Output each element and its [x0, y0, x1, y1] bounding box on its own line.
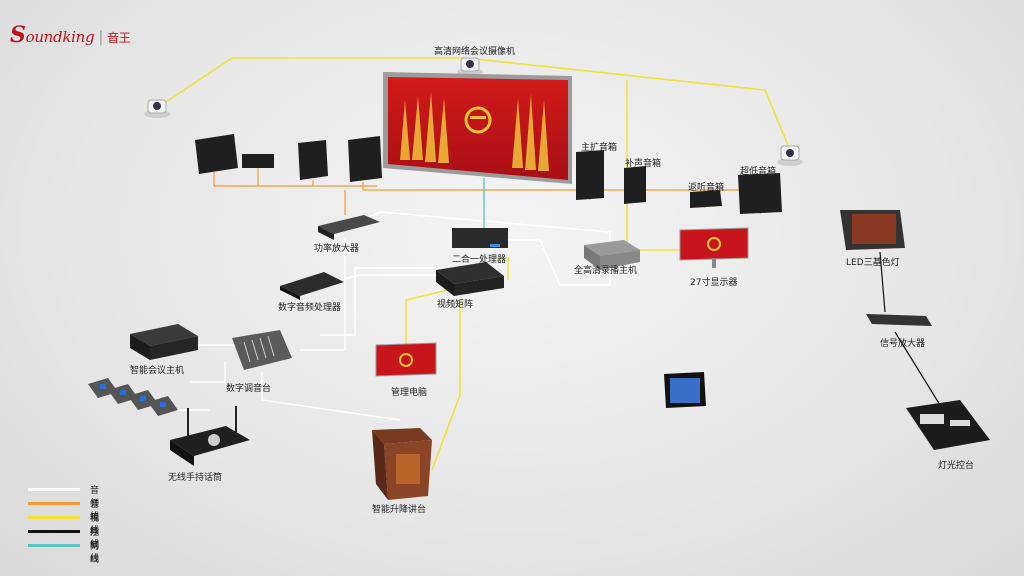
speaker-left-3 [348, 136, 382, 182]
monitor-speaker [690, 190, 722, 208]
ptz-camera-left [144, 99, 170, 118]
main-speaker [576, 150, 604, 200]
label-mixer: 数字调音台 [226, 384, 272, 394]
label-conf-host: 智能会议主机 [130, 366, 185, 376]
label-subwoofer: 超低音箱 [740, 167, 777, 177]
label-monitor-speaker: 返听音箱 [688, 183, 725, 193]
two-in-one-device [452, 228, 508, 248]
wireless-mic-device [170, 406, 250, 466]
legend-swatch-network [28, 544, 80, 547]
label-two-in-one: 二合一处理器 [452, 255, 507, 265]
mixer-device [232, 330, 292, 370]
legend-label: 网线 [90, 542, 100, 565]
display-27-device [679, 227, 749, 268]
label-fill-speaker: 补声音箱 [625, 159, 662, 169]
legend-swatch-video [28, 516, 80, 519]
label-signal-amp: 信号放大器 [880, 339, 926, 349]
legend-label: 视频线 [90, 514, 100, 550]
legend-swatch-audio [28, 488, 80, 491]
legend-label: 音频线 [90, 486, 100, 522]
signal-amp-device [866, 314, 932, 326]
label-power-amp: 功率放大器 [314, 244, 360, 254]
fill-speaker [624, 166, 646, 204]
label-display27: 27寸显示器 [690, 278, 738, 288]
speaker-left-2 [298, 140, 328, 180]
led-light-device [840, 210, 905, 250]
label-main-speaker: 主扩音箱 [581, 143, 618, 153]
brand-name: oundking [25, 28, 95, 46]
label-camera: 高清网络会议摄像机 [434, 47, 516, 57]
label-led-light: LED三基色灯 [846, 258, 900, 268]
brand-initial: S [10, 22, 26, 48]
control-cables [879, 251, 941, 406]
matrix-device [436, 262, 504, 296]
recorder-device [584, 240, 640, 270]
tablet-device [664, 372, 706, 408]
subwoofer [738, 173, 782, 214]
conference-host-device [130, 324, 198, 360]
brand-logo: Soundking|音王 [10, 22, 131, 48]
dsp-device [280, 272, 344, 300]
brand-separator: | [98, 28, 104, 46]
speaker-left-1 [195, 134, 238, 174]
label-matrix: 视频矩阵 [437, 300, 474, 310]
legend-label: 音箱线 [90, 500, 100, 536]
led-screen [383, 72, 572, 184]
label-podium: 智能升降讲台 [372, 505, 427, 515]
pc-device [375, 342, 437, 377]
podium-device [372, 428, 432, 500]
label-light-console: 灯光控台 [938, 461, 975, 471]
legend-swatch-control [28, 530, 80, 533]
power-amp-device [318, 215, 380, 240]
label-wireless-mic: 无线手持话筒 [168, 473, 223, 483]
legend-label: 控制线 [90, 528, 100, 564]
label-recorder: 全高清录播主机 [574, 266, 638, 276]
legend-swatch-speaker [28, 502, 80, 505]
ptz-camera-center [457, 57, 483, 76]
lighting-console-device [906, 400, 990, 450]
brand-cn: 音王 [107, 31, 131, 45]
label-dsp: 数字音频处理器 [278, 303, 342, 313]
ptz-camera-right [777, 145, 803, 166]
label-pc: 管理电脑 [391, 388, 428, 398]
speaker-left-center [242, 154, 274, 168]
delegate-mics [88, 378, 178, 416]
